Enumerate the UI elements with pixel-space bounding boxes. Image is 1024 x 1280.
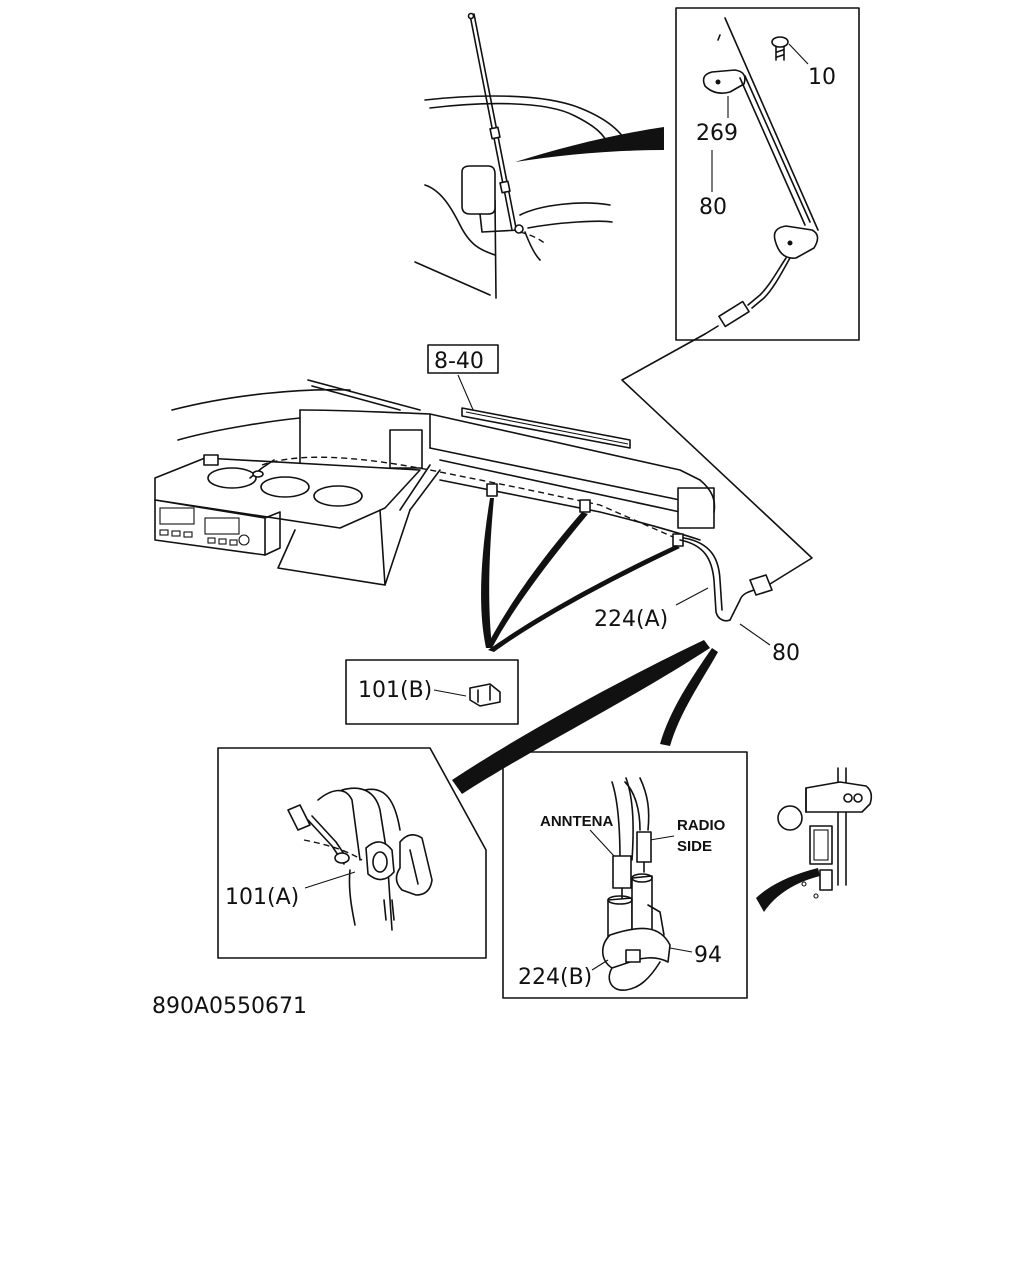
detail-224b-frame: [502, 751, 748, 999]
grommet: [749, 574, 773, 596]
label-radio-side-2: SIDE: [677, 838, 712, 855]
tie-band: [601, 927, 671, 969]
antenna-mast: [469, 14, 513, 231]
antenna-pillar-view: [414, 12, 664, 299]
label-part-80-mid: 80: [772, 641, 800, 666]
label-part-94: 94: [694, 943, 722, 968]
label-part-101b: 101(B): [358, 678, 432, 703]
leader-wedge-pillar: [756, 868, 820, 912]
clip-101a-detail: 101(A): [217, 747, 487, 959]
radio-plug: [636, 831, 652, 863]
drawing-number: 890A0550671: [152, 994, 307, 1019]
screw-icon: [771, 36, 789, 61]
side-mirror: [461, 165, 496, 215]
detail-101a-frame: [217, 747, 487, 959]
antenna-plug: [612, 855, 632, 889]
label-part-224a: 224(A): [594, 607, 668, 632]
connector-224b-detail: ANNTENA RADIO SIDE 94 224(B): [502, 751, 748, 999]
left-speaker-box: [389, 429, 423, 469]
antenna-connector: [718, 300, 750, 328]
label-ref-8-40: 8-40: [434, 349, 484, 374]
label-part-80-top: 80: [699, 195, 727, 220]
label-part-10: 10: [808, 65, 836, 90]
leader-wedge-224b: [660, 648, 718, 746]
door-pillar-view: [756, 767, 873, 912]
leader-wedge-101a: [452, 640, 710, 794]
antenna-detail-box: 10 269 80: [675, 7, 860, 341]
door-hinge: [805, 781, 873, 813]
dashboard-view: [154, 379, 773, 622]
label-part-269: 269: [696, 121, 738, 146]
clip-leader-wedges: [481, 498, 680, 652]
right-speaker-box: [677, 487, 715, 529]
label-anntena: ANNTENA: [540, 813, 613, 830]
bottom-bracket: [773, 225, 819, 259]
clip-icon: [469, 683, 501, 707]
detail-leader: [621, 333, 813, 585]
label-part-224b: 224(B): [518, 965, 592, 990]
reference-8-40: 8-40: [427, 344, 499, 413]
label-part-101a: 101(A): [225, 885, 299, 910]
label-radio-side-1: RADIO: [677, 817, 726, 834]
clip-101b-box: 101(B): [345, 659, 519, 725]
detail-box-frame: [675, 7, 860, 341]
top-bracket: [702, 69, 746, 94]
